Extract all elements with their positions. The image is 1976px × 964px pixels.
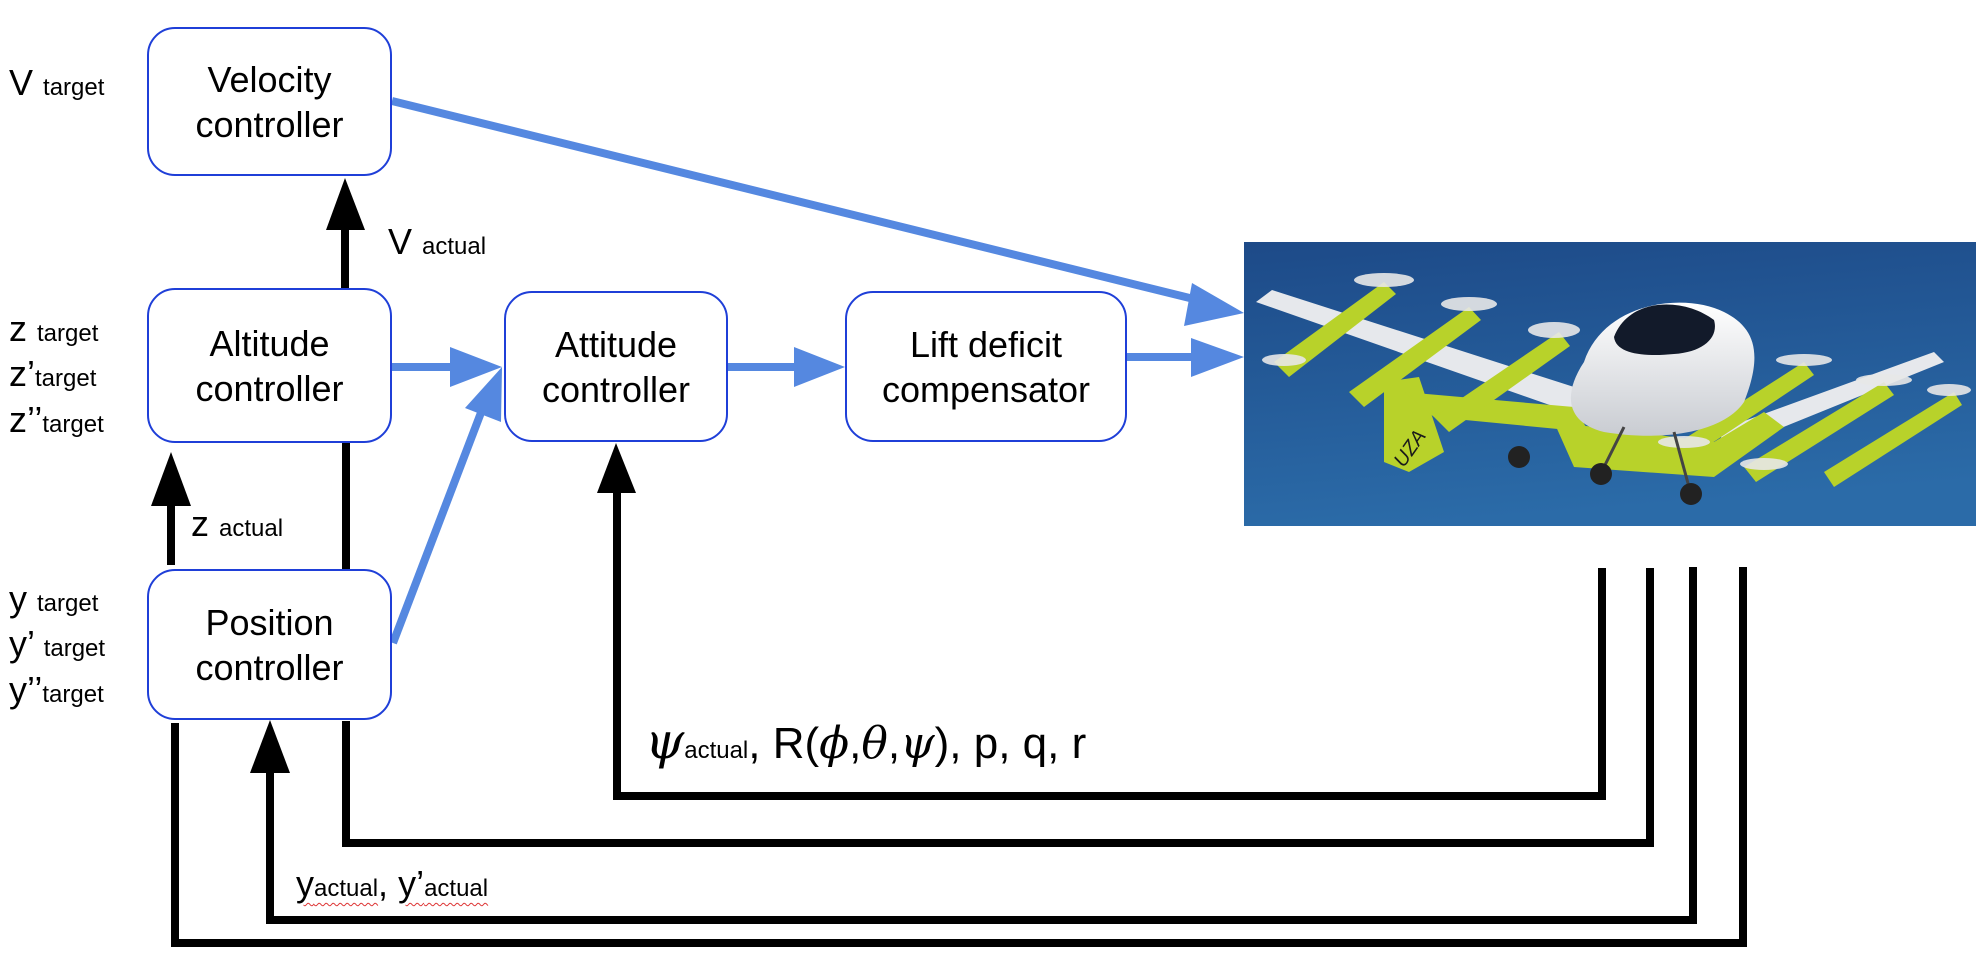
- input-v-subscript: target: [43, 74, 105, 101]
- feedback-altitude: [342, 568, 1654, 847]
- feedback-lines: [171, 443, 1747, 947]
- psi-actual-subscript: actual: [684, 737, 749, 764]
- input-z-ddot-symbol: z’’: [9, 399, 43, 440]
- feedback-position-aux: [171, 567, 1747, 947]
- signal-attitude-feedback: ψactual, R(ϕ,θ,ψ), p, q, r: [645, 716, 1086, 766]
- comma-1: ,: [849, 719, 862, 768]
- arrow-velocity-to-plant: [391, 97, 1211, 307]
- input-y-ddot-subscript: target: [42, 681, 104, 708]
- input-z-ddot-subscript: target: [42, 411, 104, 438]
- lift-compensator-label-1: Lift deficit: [909, 323, 1063, 365]
- body-rates-suffix: ), p, q, r: [934, 719, 1087, 768]
- input-y-dot-subscript: target: [43, 635, 106, 662]
- arrowhead-z-actual: [151, 452, 191, 506]
- psi-symbol: ψ: [645, 712, 685, 770]
- arrowhead-position-feedback: [250, 720, 290, 773]
- signal-z-actual: z actual: [191, 506, 283, 542]
- rotors: [1262, 273, 1971, 470]
- attitude-controller-label-2: controller: [541, 368, 691, 410]
- velocity-controller-label-1: Velocity: [207, 58, 332, 100]
- input-y-subscript: target: [37, 590, 99, 617]
- input-z-subscript: target: [37, 320, 99, 347]
- y-dot-actual-subscript: actual: [424, 875, 489, 902]
- inner-arrows: [151, 178, 365, 569]
- attitude-controller-block: Attitude controller: [504, 291, 728, 442]
- landing-gear: [1508, 426, 1702, 505]
- arrowhead-velocity-to-plant: [1184, 283, 1244, 326]
- input-z-dot-subscript: target: [35, 365, 97, 392]
- input-y-ddot-symbol: y’’: [9, 669, 43, 710]
- input-z-dot-target: z’target: [9, 356, 96, 392]
- y-actual-term: yactual: [296, 863, 378, 904]
- tail-boom: [1404, 392, 1589, 432]
- y-dot-actual-term: y’actual: [398, 863, 488, 904]
- arrowhead-v-actual: [326, 178, 365, 230]
- arrowhead-altitude-to-attitude: [450, 347, 502, 387]
- input-z-symbol: z: [9, 308, 27, 349]
- arrowhead-position-to-attitude: [465, 367, 502, 422]
- theta-symbol: θ: [861, 718, 888, 769]
- arrowhead-attitude-feedback: [597, 443, 636, 493]
- arrow-position-to-attitude: [389, 408, 486, 645]
- cockpit-canopy: [1614, 304, 1715, 356]
- aircraft-illustration: UZA: [1244, 242, 1976, 526]
- signal-v-actual: V actual: [388, 224, 486, 260]
- z-actual-subscript: actual: [219, 515, 284, 542]
- input-z-target: z target: [9, 311, 98, 347]
- lift-compensator-label-2: compensator: [881, 368, 1091, 410]
- altitude-controller-label-2: controller: [195, 367, 344, 409]
- phi-symbol: ϕ: [819, 718, 850, 769]
- input-y-ddot-target: y’’target: [9, 672, 104, 708]
- tail-fin: [1384, 377, 1444, 472]
- aircraft-photo: UZA: [1244, 242, 1976, 526]
- input-y-target: y target: [9, 581, 98, 617]
- y-actual-subscript: actual: [314, 875, 379, 902]
- lift-deficit-compensator-block: Lift deficit compensator: [845, 291, 1127, 442]
- z-actual-symbol: z: [191, 503, 209, 544]
- y-actual-symbol: y: [296, 863, 314, 904]
- position-controller-label-1: Position: [205, 601, 334, 643]
- input-y-dot-symbol: y’: [9, 623, 34, 664]
- input-v-target: V target: [9, 65, 104, 101]
- position-controller-block: Position controller: [147, 569, 392, 720]
- altitude-controller-block: Altitude controller: [147, 288, 392, 443]
- v-actual-subscript: actual: [422, 233, 487, 260]
- altitude-controller-label-1: Altitude: [209, 322, 330, 364]
- arrowhead-attitude-to-lift: [794, 347, 845, 387]
- separator: ,: [378, 863, 399, 904]
- feedback-attitude: [613, 490, 1606, 800]
- signal-position-feedback: yactual, y’actual: [296, 866, 488, 902]
- input-y-dot-target: y’ target: [9, 626, 105, 662]
- velocity-controller-block: Velocity controller: [147, 27, 392, 176]
- velocity-controller-label-2: controller: [195, 103, 344, 145]
- feedback-position-velocity: [266, 567, 1697, 924]
- arrowhead-lift-to-plant: [1191, 338, 1244, 377]
- position-controller-label-2: controller: [195, 646, 344, 688]
- input-v-symbol: V: [9, 62, 34, 103]
- psi-symbol-2: ψ: [900, 718, 935, 769]
- input-z-ddot-target: z’’target: [9, 402, 104, 438]
- input-z-dot-symbol: z’: [9, 353, 35, 394]
- rotation-matrix-prefix: , R(: [748, 719, 820, 768]
- attitude-controller-label-1: Attitude: [554, 323, 678, 365]
- y-dot-actual-symbol: y’: [398, 863, 425, 904]
- forward-arrows: [389, 97, 1244, 645]
- v-actual-symbol: V: [388, 221, 413, 262]
- input-y-symbol: y: [9, 578, 27, 619]
- comma-2: ,: [887, 719, 901, 768]
